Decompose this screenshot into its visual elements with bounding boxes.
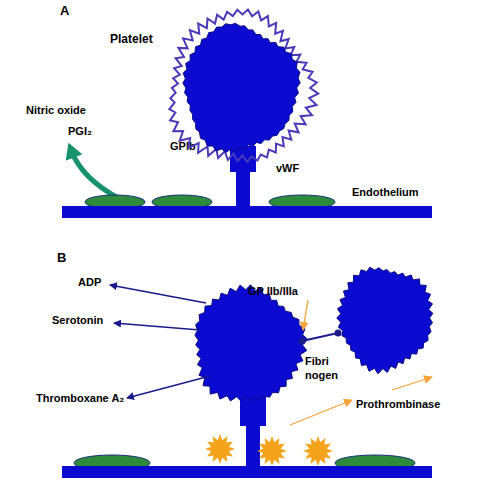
endothelium-bar (62, 206, 432, 218)
mediator-name: Nitric oxide (26, 104, 86, 118)
platelet-group (195, 267, 433, 401)
platelet-body (183, 23, 300, 152)
release-arrow (72, 152, 118, 198)
factor-burst (303, 436, 333, 466)
pointer-arrow (303, 300, 308, 330)
factor-burst (205, 434, 235, 464)
activation-halo (169, 10, 318, 162)
endothelium-bar (62, 466, 432, 478)
gpib-receptor (240, 396, 266, 426)
activated-platelet (195, 285, 308, 401)
fibrinogen-bridge (302, 333, 338, 341)
prothrombinase-arrow (392, 377, 432, 390)
bridge-end (299, 338, 306, 345)
activated-factor-group (205, 434, 333, 466)
mediator-name: ADP (78, 276, 101, 290)
secretion-arrow (114, 323, 200, 330)
enzyme-name: Prothrombinase (356, 398, 440, 412)
activated-platelet (337, 267, 433, 374)
mediator-name: Serotonin (52, 314, 103, 328)
ligand-name: vWF (276, 162, 299, 176)
vwf-stalk (246, 426, 260, 466)
mediator-name: Thromboxane A₂ (36, 392, 124, 406)
vwf-stalk (236, 172, 250, 206)
tissue-name: Endothelium (352, 186, 419, 200)
ligand-name: Fibri nogen (305, 355, 345, 383)
cell-label: Platelet (110, 32, 153, 46)
bridge-end (335, 330, 342, 337)
receptor-name: GP IIb/IIIa (248, 285, 298, 299)
panel-letter: B (57, 250, 66, 266)
factor-burst (257, 436, 287, 466)
secretion-arrow (127, 376, 210, 398)
panel-letter: A (60, 3, 69, 19)
prothrombinase-arrow (290, 400, 352, 425)
platelet-cell: Platelet (105, 25, 320, 160)
mediator-name: PGI₂ (68, 125, 92, 139)
secretion-arrow (110, 285, 206, 303)
